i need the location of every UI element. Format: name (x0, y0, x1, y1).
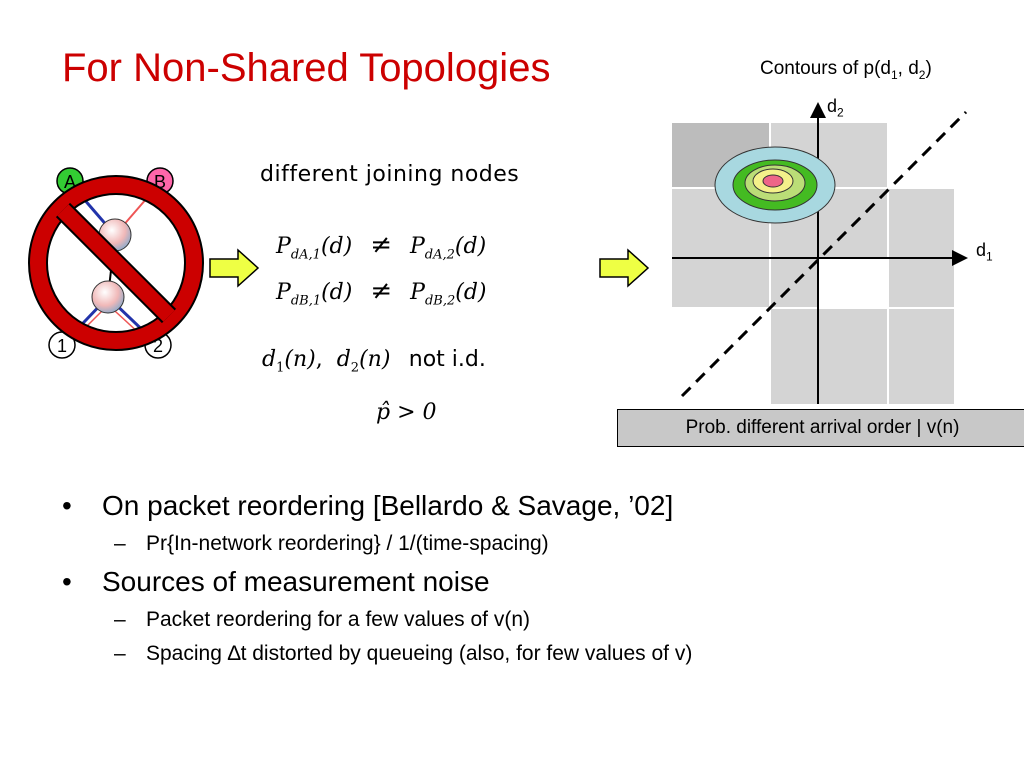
eq1-left-p: P (276, 234, 291, 259)
sub-bullet-text: Pr{In-network reordering} / 1/(time-spac… (146, 532, 549, 555)
equation-line-2: PdB,1(d)≠PdB,2(d) (276, 276, 486, 308)
d1-symbol: d (262, 347, 277, 372)
eq2-right-sub: dB,2 (424, 293, 456, 309)
contour-plot (672, 102, 968, 404)
eq1-right-sub: dA,2 (424, 247, 455, 263)
eq1-left-sub: dA,1 (290, 247, 321, 263)
sub-bullet-item: –Packet reordering for a few values of v… (114, 608, 531, 631)
d2-arg: (n) (359, 347, 391, 372)
diagonal-dashed-line (680, 110, 968, 398)
bullet-item: •Sources of measurement noise (62, 566, 490, 597)
eq2-right-arg: (d) (455, 280, 487, 305)
eq1-neq: ≠ (370, 230, 392, 260)
node-1-label: 1 (57, 336, 67, 356)
joining-node-lower (91, 280, 125, 314)
network-diagram: A B 1 2 (28, 167, 204, 359)
sub-bullet-item: –Pr{In-network reordering} / 1/(time-spa… (114, 532, 549, 555)
prohibition-icon (28, 175, 204, 351)
sub-bullet-item: –Spacing ∆t distorted by queueing (also,… (114, 642, 693, 665)
slide-title: For Non-Shared Topologies (62, 46, 551, 90)
probability-caption: Prob. different arrival order | v(n) (617, 409, 1024, 447)
not-id-text: not i.d. (408, 347, 486, 372)
grid-shade-bottom (770, 308, 954, 404)
equation-line-3: d1(n), d2(n) not i.d. (262, 347, 486, 376)
eq2-left-sub: dB,1 (290, 293, 322, 309)
contour-title: Contours of p(d1, d2) (760, 58, 932, 82)
eq2-left-p: P (276, 280, 291, 305)
node-2-label: 2 (153, 336, 163, 356)
axis-label-d1: d1 (976, 240, 993, 264)
eq2-left-arg: (d) (321, 280, 353, 305)
d2-symbol: d (336, 347, 351, 372)
grid-white-cell (818, 258, 888, 308)
d1-arg: (n) (284, 347, 316, 372)
equation-line-1: PdA,1(d)≠PdA,2(d) (276, 230, 486, 262)
eq1-right-p: P (409, 234, 425, 259)
right-arrow-icon (209, 248, 260, 288)
p-hat-inequality: p̂ > 0 (376, 400, 437, 425)
axis-label-d2: d2 (827, 96, 844, 120)
sub-bullet-text: Packet reordering for a few values of v(… (146, 608, 531, 631)
bullet-text: Sources of measurement noise (102, 566, 490, 597)
d1-sub: 1 (276, 360, 285, 376)
eq2-neq: ≠ (370, 276, 393, 306)
contour-ellipses (714, 146, 836, 224)
sub-bullet-text: Spacing ∆t distorted by queueing (also, … (146, 642, 693, 665)
eq1-left-arg: (d) (320, 234, 353, 259)
eq2-right-p: P (410, 280, 425, 305)
bullet-text: On packet reordering [Bellardo & Savage,… (102, 490, 674, 521)
bullet-list: •On packet reordering [Bellardo & Savage… (62, 490, 1002, 676)
d2-sub: 2 (350, 360, 360, 376)
eq1-right-arg: (d) (454, 234, 487, 259)
bullet-item: •On packet reordering [Bellardo & Savage… (62, 490, 674, 521)
right-arrow-icon-2 (599, 248, 650, 288)
math-heading: different joining nodes (260, 162, 520, 187)
